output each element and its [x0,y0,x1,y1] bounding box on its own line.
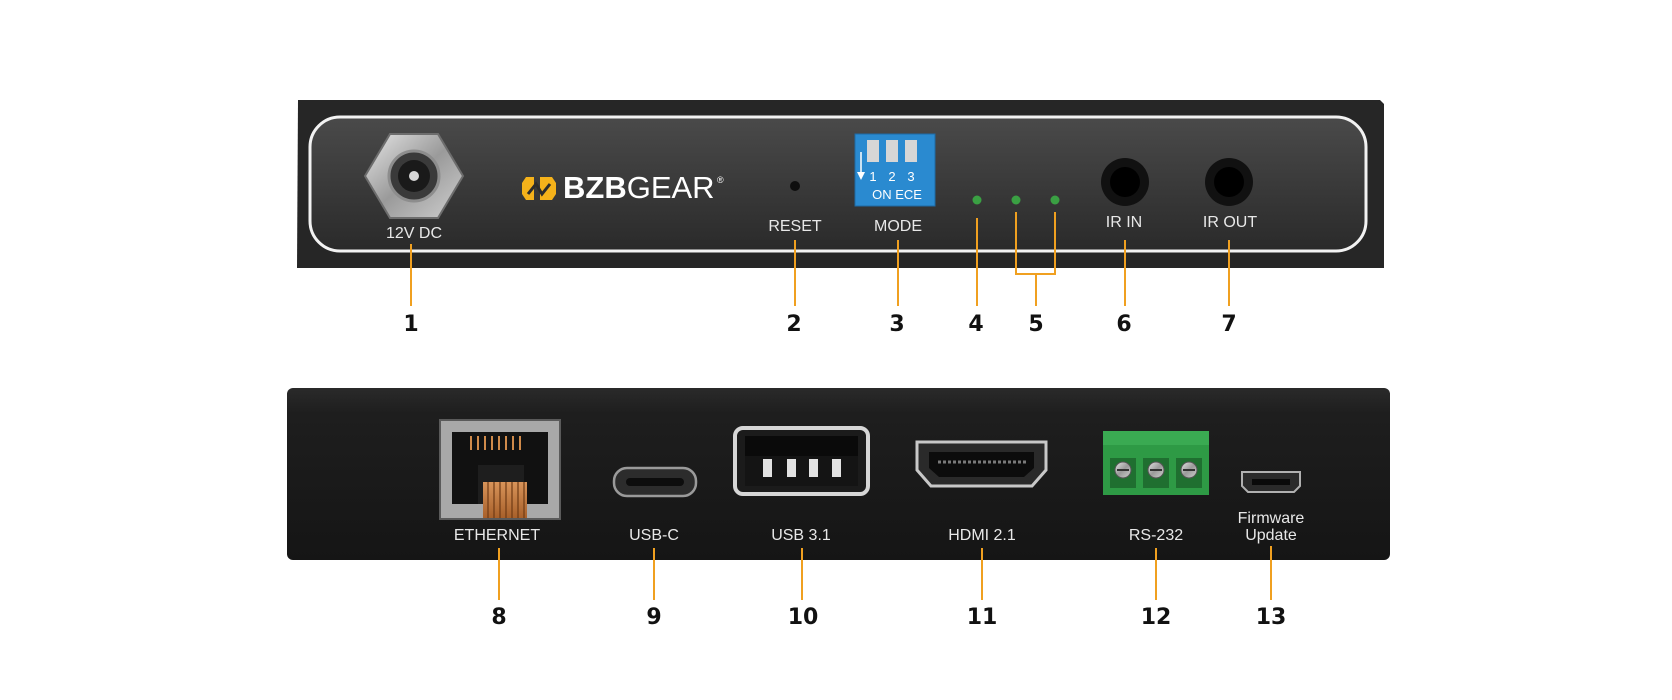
callout-9: 9 [646,605,661,630]
ir-in-label: IR IN [1106,214,1142,231]
callout-12: 12 [1141,605,1172,630]
reset-button[interactable] [790,181,800,191]
usb31-port [733,426,870,496]
mode-label: MODE [874,218,922,235]
rear-callouts: 8 9 10 11 12 13 [491,546,1286,630]
reset-label: RESET [768,218,822,235]
svg-text:BZBGEAR: BZBGEAR [563,170,715,205]
callout-6: 6 [1116,312,1131,337]
brand-logo: BZBGEAR ® [522,170,724,205]
brand-name-bold: BZB [563,170,627,205]
dip-number-2: 2 [888,169,895,184]
dip-number-3: 3 [907,169,914,184]
usb-c-label: USB-C [629,527,679,544]
rs232-terminal [1103,431,1209,495]
callout-13: 13 [1256,605,1287,630]
callout-7: 7 [1221,312,1236,337]
callout-1: 1 [403,312,418,337]
callout-3: 3 [889,312,904,337]
front-callouts: 1 2 3 4 5 6 7 [403,212,1237,337]
front-panel-face [308,115,1368,253]
dip-switch-1[interactable] [867,140,879,162]
callout-2: 2 [786,312,801,337]
hdmi-label: HDMI 2.1 [948,527,1016,544]
callout-4: 4 [968,312,983,337]
dip-caption: ON ECE [872,187,922,202]
ethernet-label: ETHERNET [454,527,540,544]
dip-on-arrow-icon [857,152,865,180]
usb-c-port [612,466,698,498]
brand-registered-mark: ® [717,175,724,185]
front-panel: 12V DC BZBGEAR ® RESET [297,100,1384,268]
ir-out-jack [1205,158,1253,206]
dip-switch-2[interactable] [886,140,898,162]
brand-name-light: GEAR [627,170,715,205]
callout-10: 10 [788,605,819,630]
firmware-label-line1: Firmware [1238,510,1305,527]
dip-number-1: 1 [869,169,876,184]
led-indicator-4 [972,195,982,205]
rs232-label: RS-232 [1129,527,1183,544]
usb31-label: USB 3.1 [771,527,831,544]
callout-5: 5 [1028,312,1043,337]
firmware-label-line2: Update [1245,527,1297,544]
ir-in-jack [1101,158,1149,206]
led-indicator-5a [1011,195,1021,205]
callout-11: 11 [967,605,998,630]
power-label: 12V DC [386,225,442,242]
firmware-port [1241,471,1301,493]
led-indicator-5b [1050,195,1060,205]
dip-switch-3[interactable] [905,140,917,162]
ethernet-port [439,419,561,520]
bzbgear-logo-icon [522,177,556,200]
callout-8: 8 [491,605,506,630]
rear-panel: ETHERNET USB-C USB 3.1 HDMI 2.1 [287,388,1390,560]
power-jack [363,133,465,219]
hdmi-port [915,440,1048,488]
ir-out-label: IR OUT [1203,214,1257,231]
dip-switch[interactable]: 1 2 3 ON ECE [854,133,936,207]
